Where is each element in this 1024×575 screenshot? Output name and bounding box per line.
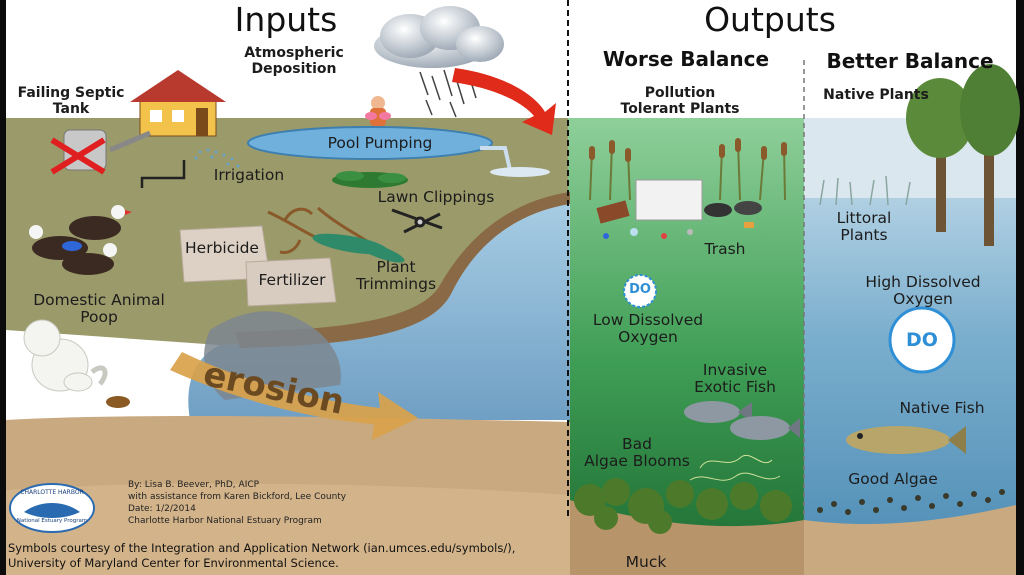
low-do-label: Low Dissolved Oxygen: [592, 311, 704, 347]
lawn-clippings-icon: [332, 171, 408, 188]
swimmer-icon: [365, 96, 391, 126]
invasive-fish-label: Invasive Exotic Fish: [694, 361, 776, 397]
lawn-clippings-label: Lawn Clippings: [377, 188, 495, 206]
algae-threads-icon: [689, 455, 781, 481]
native-fish-label: Native Fish: [899, 399, 985, 417]
algae-bloom-icon: [574, 478, 792, 534]
pollution-plants-label: Pollution Tolerant Plants: [620, 85, 740, 117]
littoral-plants-label: Littoral Plants: [836, 209, 892, 245]
pool-runoff: [490, 167, 550, 177]
credit-author: By: Lisa B. Beever, PhD, AICP: [128, 480, 260, 490]
rain-icon: [419, 69, 477, 118]
pool: [247, 126, 493, 160]
low-do-badge: DO: [629, 282, 651, 297]
dog-icon: [23, 319, 108, 392]
logo-icon: [9, 483, 95, 533]
credit-assist: with assistance from Karen Bickford, Lee…: [128, 492, 347, 502]
duck-icons: [29, 205, 132, 275]
land: [6, 118, 570, 345]
fertilizer-label: Fertilizer: [258, 271, 326, 289]
septic-pipe: [109, 130, 151, 153]
high-do-badge: DO: [906, 329, 938, 351]
deposition-arrow: [452, 68, 556, 135]
cloud-icon: [374, 6, 504, 68]
herbicide-label: Herbicide: [185, 239, 259, 257]
native-plants-label: Native Plants: [823, 87, 929, 103]
irrigation-pipe: [140, 160, 186, 188]
sediment-bottom: [6, 483, 570, 575]
bad-algae-label: Bad Algae Blooms: [584, 435, 690, 471]
outputs-heading: Outputs: [704, 0, 836, 39]
bank-curve: [235, 192, 570, 348]
left-border: [0, 0, 6, 575]
irrigation-spray-icon: [194, 148, 240, 168]
credit-org: Charlotte Harbor National Estuary Progra…: [128, 516, 322, 526]
logo-top-text: CHARLOTTE HARBOR: [20, 489, 84, 496]
native-grass-icon: [819, 175, 911, 206]
erosion-arrow: [170, 352, 418, 440]
animal-poop-label: Domestic Animal Poop: [33, 291, 165, 327]
low-do-badge-bg: [623, 274, 657, 308]
better-balance-heading: Better Balance: [826, 49, 994, 73]
good-algae-icon: [817, 489, 1005, 515]
footer-line2: University of Maryland Center for Enviro…: [8, 556, 339, 570]
pruning-shears-icon: [391, 208, 443, 234]
invasive-fish-icon: [684, 401, 800, 440]
palm-frond-icon: [312, 233, 405, 263]
sediment-right: [804, 505, 1016, 575]
right-border: [1016, 0, 1024, 575]
septic-label: Failing Septic Tank: [17, 85, 125, 117]
high-do-badge-bg: [888, 306, 956, 374]
inputs-heading: Inputs: [234, 0, 338, 39]
poop-icon: [106, 396, 130, 408]
pool-label: Pool Pumping: [327, 134, 433, 152]
cypress-trees-icon: [906, 64, 1020, 246]
plant-trimmings-label: Plant Trimmings: [355, 258, 437, 294]
muck-layer: [570, 500, 804, 575]
logo-bottom-text: National Estuary Program: [16, 518, 88, 524]
septic-tank-icon: [50, 129, 107, 175]
trash-icon: [596, 179, 762, 239]
irrigation-label: Irrigation: [213, 166, 285, 184]
worse-balance-heading: Worse Balance: [602, 47, 770, 71]
atmospheric-label: Atmospheric Deposition: [244, 45, 344, 77]
good-algae-label: Good Algae: [848, 470, 938, 488]
house-icon: [130, 70, 226, 137]
native-fish-icon: [846, 426, 966, 454]
fertilizer-bag-icon: [245, 257, 337, 307]
cattail-heads-icon: [589, 138, 787, 162]
trash-label: Trash: [704, 240, 746, 258]
high-do-label: High Dissolved Oxygen: [865, 273, 981, 309]
muck-label: Muck: [625, 553, 667, 571]
credit-date: Date: 1/2/2014: [128, 504, 196, 514]
footer-line1: Symbols courtesy of the Integration and …: [8, 541, 516, 555]
